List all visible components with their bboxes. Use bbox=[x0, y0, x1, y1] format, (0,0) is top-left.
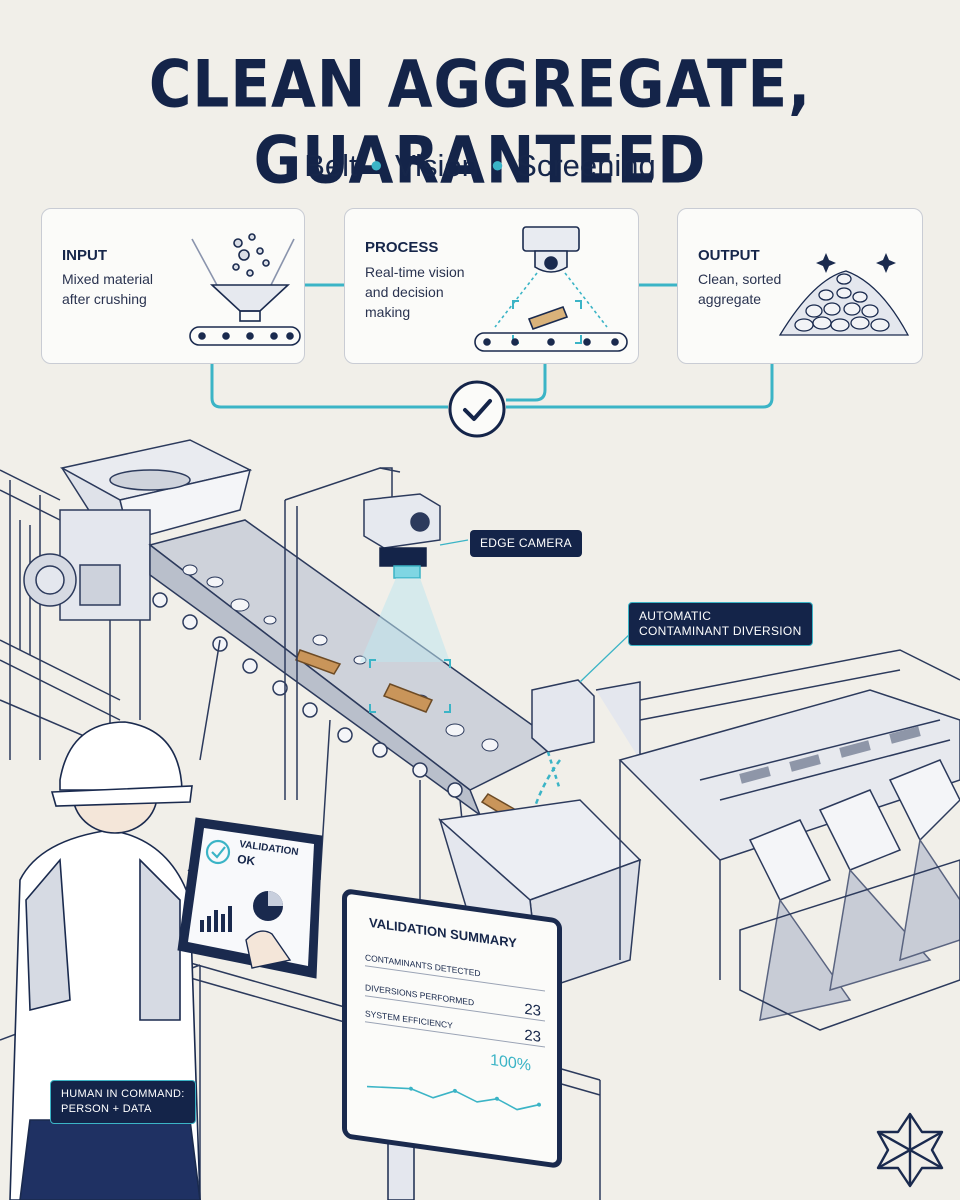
crusher-unit bbox=[23, 509, 151, 621]
page-title: CLEAN AGGREGATE, GUARANTEED bbox=[148, 45, 812, 199]
input-desc-line: Mixed material bbox=[62, 271, 154, 287]
output-piles bbox=[759, 838, 960, 1021]
scaffold-structure bbox=[0, 469, 141, 761]
edge-camera-label: EDGE CAMERA bbox=[470, 530, 582, 557]
check-circle-icon bbox=[448, 380, 506, 438]
process-card: PROCESS Real-time vision and decision ma… bbox=[344, 208, 639, 364]
sparkle-icon bbox=[876, 253, 896, 273]
tablet-check-icon bbox=[205, 839, 231, 865]
vision-camera-conveyor-icon bbox=[474, 226, 628, 352]
summary-value-diversions: 23 bbox=[524, 1026, 541, 1046]
brand-logo-icon bbox=[876, 1112, 944, 1188]
process-desc-line: and decision bbox=[365, 284, 444, 300]
summary-trend-line bbox=[367, 1085, 541, 1111]
input-desc-line: after crushing bbox=[62, 291, 147, 307]
summary-row-label: DIVERSIONS PERFORMED bbox=[365, 982, 475, 1008]
sparkle-icon bbox=[816, 253, 836, 273]
camera-vision-cone bbox=[360, 578, 450, 662]
subtitle: Belt ● Vision ● Screening bbox=[0, 148, 960, 184]
edge-camera-body bbox=[363, 493, 441, 579]
subtitle-vision: Vision bbox=[394, 148, 479, 183]
hand-icon bbox=[245, 930, 292, 969]
main-conveyor bbox=[148, 519, 562, 901]
process-card-title: PROCESS bbox=[365, 239, 439, 256]
input-card-desc: Mixed material after crushing bbox=[62, 269, 153, 309]
summary-row-label: CONTAMINANTS DETECTED bbox=[365, 952, 481, 979]
human-label-line: PERSON + DATA bbox=[61, 1103, 152, 1115]
input-card-title: INPUT bbox=[62, 247, 107, 264]
process-desc-line: Real-time vision bbox=[365, 264, 465, 280]
summary-value-contaminants: 23 bbox=[524, 1000, 541, 1020]
output-desc-line: aggregate bbox=[698, 291, 762, 307]
diverter-unit bbox=[531, 679, 641, 791]
detection-boxes bbox=[369, 659, 451, 713]
summary-row-label: SYSTEM EFFICIENCY bbox=[365, 1008, 453, 1031]
diversion-label-line: AUTOMATIC bbox=[639, 609, 712, 623]
output-chutes bbox=[748, 759, 960, 901]
output-card-desc: Clean, sorted aggregate bbox=[698, 269, 781, 309]
summary-title: VALIDATION SUMMARY bbox=[369, 914, 517, 951]
hopper-conveyor-icon bbox=[189, 233, 301, 346]
output-desc-line: Clean, sorted bbox=[698, 271, 782, 287]
camera-gantry bbox=[284, 467, 401, 800]
tablet-device bbox=[177, 817, 323, 979]
collection-platform bbox=[739, 859, 960, 1031]
validation-summary-panel: VALIDATION SUMMARY CONTAMINANTS DETECTED… bbox=[342, 888, 562, 1169]
process-card-desc: Real-time vision and decision making bbox=[365, 262, 465, 322]
screening-deck bbox=[618, 649, 960, 980]
diversion-label-line: CONTAMINANT DIVERSION bbox=[639, 624, 802, 638]
process-desc-line: making bbox=[365, 304, 411, 320]
subtitle-screening: Screening bbox=[516, 148, 656, 183]
diversion-arrow bbox=[524, 759, 562, 851]
input-card: INPUT Mixed material after crushing bbox=[41, 208, 305, 364]
human-command-label: HUMAN IN COMMAND: PERSON + DATA bbox=[50, 1080, 196, 1124]
worker-figure bbox=[9, 721, 263, 1200]
callout-lines bbox=[439, 539, 633, 683]
dot-icon: ● bbox=[490, 152, 505, 177]
output-card-title: OUTPUT bbox=[698, 247, 760, 264]
diversion-label: AUTOMATIC CONTAMINANT DIVERSION bbox=[628, 602, 813, 646]
aggregate-pile-icon bbox=[778, 253, 910, 336]
output-card: OUTPUT Clean, sorted aggregate bbox=[677, 208, 923, 364]
summary-value-efficiency: 100% bbox=[490, 1051, 531, 1075]
tablet-bar-chart-icon bbox=[200, 906, 232, 932]
dot-icon: ● bbox=[369, 152, 383, 177]
human-label-line: HUMAN IN COMMAND: bbox=[61, 1088, 185, 1100]
subtitle-belt: Belt bbox=[304, 148, 358, 183]
